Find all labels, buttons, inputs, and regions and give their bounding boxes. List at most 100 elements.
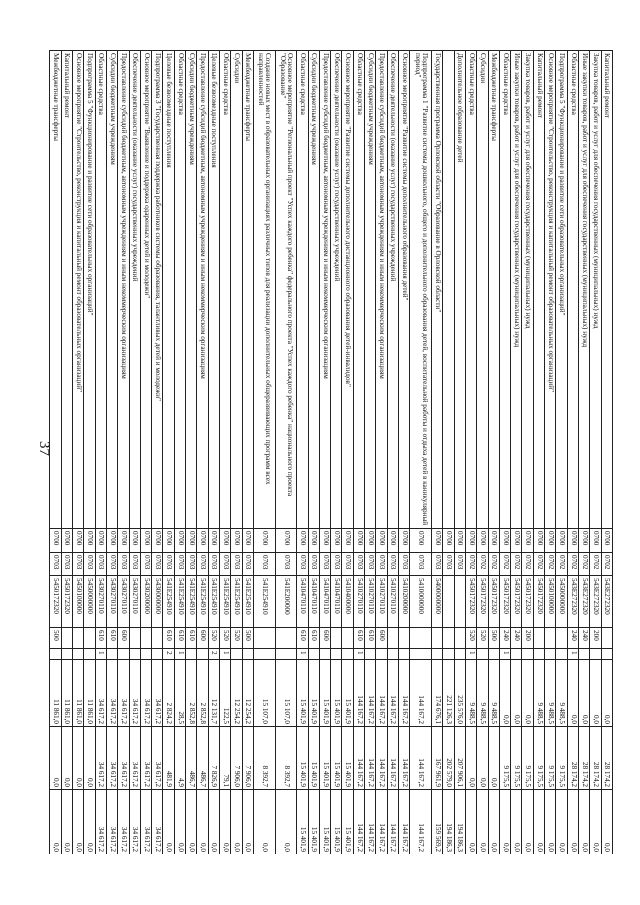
expense-type-cell: [533, 627, 545, 649]
amount-3-cell: 0,0: [275, 789, 297, 854]
target-article-cell: 5410470110: [330, 575, 342, 628]
amount-3-cell: 0,0: [196, 789, 209, 854]
expense-type-cell: [544, 627, 556, 649]
target-article-cell: 5410000000: [409, 575, 432, 628]
expense-type-cell: [454, 627, 466, 649]
source-code-cell: [589, 648, 602, 660]
expense-type-cell: 610: [95, 627, 107, 649]
section-cell: 0700: [296, 528, 309, 553]
expense-type-cell: 600: [117, 627, 130, 649]
expense-type-cell: 610: [106, 627, 118, 649]
subsection-cell: 0703: [185, 552, 197, 576]
name-cell: Основное мероприятие "Развитие системы д…: [341, 50, 354, 529]
source-code-cell: 2: [162, 648, 175, 660]
amount-2-cell: 34 617,2: [106, 726, 118, 790]
expense-type-cell: [601, 627, 613, 649]
section-cell: 0700: [61, 528, 73, 553]
target-article-cell: 5410270110: [364, 575, 376, 628]
expense-type-cell: 200: [589, 627, 602, 649]
name-cell: Подпрограмма 1 "Развитие системы дошколь…: [409, 50, 432, 529]
amount-1-cell: 144 167,2: [387, 659, 399, 727]
name-cell: Подпрограмма 5 "Функционирование и разви…: [555, 50, 568, 529]
amount-1-cell: 15 107,0: [253, 659, 276, 727]
amount-1-cell: 34 617,2: [117, 659, 130, 727]
amount-1-cell: 34 617,2: [140, 659, 152, 727]
amount-1-cell: 0,0: [567, 659, 579, 727]
amount-1-cell: 235 576,0: [454, 659, 466, 727]
table-row: Подпрограмма 3 "Государственная поддержк…: [151, 50, 163, 854]
table-row: Основное мероприятие "Развитие системы д…: [341, 50, 354, 854]
target-article-cell: 5410470110: [308, 575, 320, 628]
amount-1-cell: 15 107,0: [275, 659, 297, 727]
section-cell: 0700: [488, 528, 500, 553]
subsection-cell: 0703: [364, 552, 376, 576]
name-cell: Подпрограмма 5 "Функционирование и разви…: [83, 50, 96, 529]
amount-3-cell: 0,0: [83, 789, 96, 854]
expense-type-cell: 610: [364, 627, 376, 649]
amount-3-cell: 0,0: [578, 789, 590, 854]
name-cell: Субсидии: [476, 50, 489, 529]
name-cell: Капитальный ремонт: [601, 50, 613, 529]
source-code-cell: [151, 648, 163, 660]
amount-1-cell: 34 617,2: [129, 659, 141, 727]
amount-3-cell: 0,0: [61, 789, 73, 854]
name-cell: Иные закупки товаров, работ и услуг для …: [510, 50, 522, 529]
expense-type-cell: [61, 627, 73, 649]
amount-1-cell: 9 488,5: [476, 659, 489, 727]
expense-type-cell: 610: [185, 627, 197, 649]
expense-type-cell: [83, 627, 96, 649]
source-code-cell: [117, 648, 130, 660]
target-article-cell: 5450100000: [544, 575, 556, 628]
source-code-cell: [601, 648, 613, 660]
amount-2-cell: 28 174,2: [578, 726, 590, 790]
target-article-cell: 5450000000: [555, 575, 568, 628]
source-code-cell: [49, 648, 62, 660]
subsection-cell: 0702: [522, 552, 534, 576]
section-cell: 0700: [555, 528, 568, 553]
amount-2-cell: 28 174,2: [567, 726, 579, 790]
source-code-cell: [275, 648, 297, 660]
section-cell: 0700: [319, 528, 331, 553]
source-code-cell: [341, 648, 354, 660]
subsection-cell: 0703: [409, 552, 432, 576]
amount-1-cell: 0,0: [578, 659, 590, 727]
amount-2-cell: 0,0: [476, 726, 489, 790]
subsection-cell: 0703: [117, 552, 130, 576]
amount-1-cell: 15 401,9: [308, 659, 320, 727]
expense-type-cell: 520: [219, 627, 231, 649]
name-cell: Областные средства: [353, 50, 365, 529]
table-row: Подпрограмма 5 "Функционирование и разви…: [83, 50, 96, 854]
name-cell: Иные закупки товаров, работ и услуг для …: [578, 50, 590, 529]
section-cell: 0700: [387, 528, 399, 553]
expense-type-cell: 610: [174, 627, 186, 649]
amount-2-cell: 0,0: [61, 726, 73, 790]
amount-1-cell: 0,0: [589, 659, 602, 727]
target-article-cell: 541E254910: [196, 575, 209, 628]
amount-1-cell: 0,0: [499, 659, 511, 727]
expense-type-cell: 240: [578, 627, 590, 649]
amount-2-cell: 8 392,7: [275, 726, 297, 790]
amount-3-cell: 0,0: [242, 789, 254, 854]
name-cell: Основное мероприятие "Выявление и поддер…: [140, 50, 152, 529]
subsection-cell: 0703: [353, 552, 365, 576]
amount-1-cell: 221 126,3: [442, 659, 455, 727]
expense-type-cell: 520: [476, 627, 489, 649]
section-cell: 0700: [95, 528, 107, 553]
source-code-cell: [510, 648, 522, 660]
name-cell: Областные средства: [296, 50, 309, 529]
table-row: Обеспечение деятельности (оказание услуг…: [387, 50, 399, 854]
amount-1-cell: 2 824,2: [162, 659, 175, 727]
amount-3-cell: 0,0: [499, 789, 511, 854]
amount-3-cell: 34 617,2: [117, 789, 130, 854]
amount-2-cell: 15 401,9: [319, 726, 331, 790]
name-cell: Основное мероприятие "Развитие системы д…: [398, 50, 410, 529]
section-cell: 0700: [275, 528, 297, 553]
table-row: Закупка товаров, работ и услуг для обесп…: [589, 50, 602, 854]
table-row: Основное мероприятие "Строительство, рек…: [72, 50, 84, 854]
source-code-cell: 1: [567, 648, 579, 660]
